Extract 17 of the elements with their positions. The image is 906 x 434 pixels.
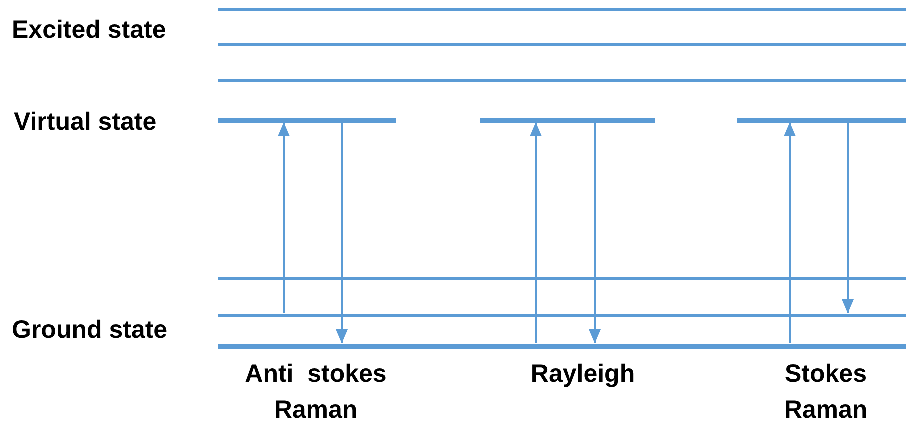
energy-level-line bbox=[218, 8, 906, 10]
energy-level-line bbox=[218, 42, 906, 46]
arrow bbox=[589, 122, 601, 344]
arrow bbox=[530, 122, 542, 344]
arrow bbox=[784, 122, 796, 344]
energy-level-line bbox=[218, 276, 906, 280]
arrow bbox=[336, 122, 348, 344]
energy-level-line bbox=[218, 78, 906, 82]
energy-level-line bbox=[218, 314, 906, 316]
arrow bbox=[842, 122, 854, 314]
level-label: Excited state bbox=[12, 15, 168, 46]
transition-label: Anti stokes Raman bbox=[244, 359, 388, 426]
arrow bbox=[278, 122, 290, 314]
transition-label: Stokes Raman bbox=[783, 359, 869, 426]
level-label: Ground state bbox=[12, 315, 169, 346]
level-label: Virtual state bbox=[14, 107, 158, 138]
transition-label: Rayleigh bbox=[530, 359, 636, 390]
